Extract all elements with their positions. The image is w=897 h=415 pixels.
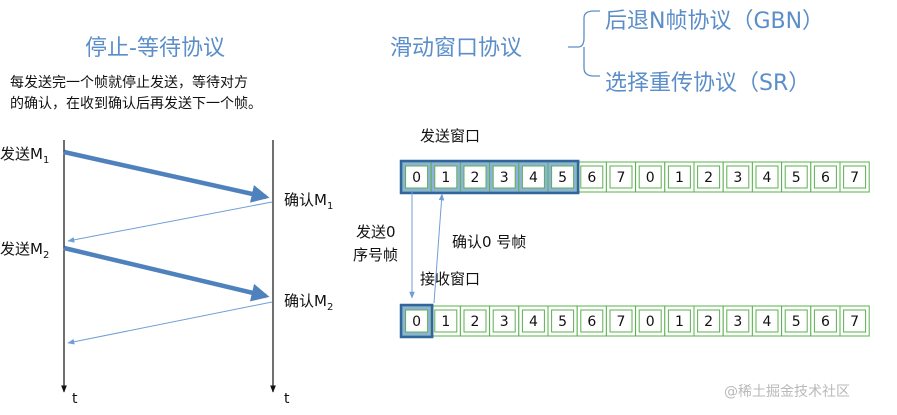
- send-seq-2: 2: [471, 170, 480, 186]
- recv-cell-inner-10: [697, 309, 721, 333]
- send-seq-1: 1: [441, 170, 450, 186]
- recv-cell-inner-2: [463, 309, 487, 333]
- send-cell-inner-14: [813, 165, 837, 189]
- recv-window-label: 接收窗口: [420, 270, 480, 288]
- stop-wait-description-line2: 的确认，在收到确认后再发送下一个帧。: [10, 96, 262, 112]
- recv-cell-inner-11: [726, 309, 750, 333]
- send-cell-inner-2: [463, 165, 487, 189]
- send0-label-line2: 序号帧: [353, 246, 398, 264]
- send-cell-inner-9: [667, 165, 691, 189]
- send-cell-inner-15: [843, 165, 867, 189]
- recv-cell-inner-1: [434, 309, 458, 333]
- send-seq-7: 7: [617, 170, 626, 186]
- send-m1-arrow: [63, 149, 270, 203]
- send-cell-inner-4: [521, 165, 545, 189]
- send-window-frame: [399, 159, 580, 195]
- recv-seq-10: 2: [704, 314, 713, 330]
- protocol-brace: [568, 10, 600, 77]
- recv-cell-inner-5: [551, 309, 575, 333]
- send-m2-arrow: [63, 245, 270, 302]
- recv-seq-15: 7: [850, 314, 859, 330]
- recv-seq-12: 4: [763, 314, 772, 330]
- ack0-label: 确认0 号帧: [452, 233, 526, 251]
- send-seq-15: 7: [850, 170, 859, 186]
- sr-protocol-label: 选择重传协议（SR）: [605, 71, 810, 96]
- send-cell-inner-8: [638, 165, 662, 189]
- recv-seq-1: 1: [441, 314, 450, 330]
- send0-label-line1: 发送0: [356, 223, 396, 241]
- recv-seq-4: 4: [529, 314, 538, 330]
- send-cell-inner-0: [405, 165, 429, 189]
- recv-cell-inner-7: [609, 309, 633, 333]
- send-cell-inner-13: [784, 165, 808, 189]
- send-m1-label: 发送M1: [0, 145, 49, 166]
- recv-sequence-row: 0 1 2 3 4 5 6 7 0 1 2 3 4 5 6 7: [399, 303, 870, 339]
- send-seq-14: 6: [821, 170, 830, 186]
- send-seq-6: 6: [587, 170, 596, 186]
- recv-cell-inner-14: [813, 309, 837, 333]
- ack-m2-label: 确认M2: [284, 292, 333, 313]
- send-sequence-row: 0 1 2 3 4 5 6 7 0 1 2 3 4 5 6 7: [399, 159, 870, 195]
- send-cell-inner-10: [697, 165, 721, 189]
- send-seq-5: 5: [558, 170, 567, 186]
- send-seq-11: 3: [733, 170, 742, 186]
- recv-seq-14: 6: [821, 314, 830, 330]
- send-cell-inner-6: [580, 165, 604, 189]
- send-cell-inner-3: [492, 165, 516, 189]
- recv-cell-inner-6: [580, 309, 604, 333]
- recv-cell-inner-15: [843, 309, 867, 333]
- recv-seq-13: 5: [792, 314, 801, 330]
- recv-seq-8: 0: [646, 314, 655, 330]
- recv-seq-3: 3: [500, 314, 509, 330]
- send-cell-inner-11: [726, 165, 750, 189]
- send-seq-13: 5: [792, 170, 801, 186]
- recv-seq-11: 3: [733, 314, 742, 330]
- stop-wait-title: 停止-等待协议: [85, 36, 225, 61]
- send-m2-label: 发送M2: [0, 240, 49, 261]
- send-cell-inner-1: [434, 165, 458, 189]
- send-seq-4: 4: [529, 170, 538, 186]
- recv-window-frame: [399, 303, 434, 339]
- send-seq-10: 2: [704, 170, 713, 186]
- send-seq-3: 3: [500, 170, 509, 186]
- sliding-window-title: 滑动窗口协议: [390, 36, 522, 61]
- send-window-label: 发送窗口: [420, 127, 480, 145]
- stop-wait-description-line1: 每发送完一个帧就停止发送，等待对方: [10, 74, 248, 91]
- recv-seq-5: 5: [558, 314, 567, 330]
- recv-cell-inner-4: [521, 309, 545, 333]
- recv-seq-9: 1: [675, 314, 684, 330]
- recv-cell-inner-12: [755, 309, 779, 333]
- ack-m1-label: 确认M1: [284, 191, 333, 212]
- recv-seq-0: 0: [412, 314, 421, 330]
- ack-m1-arrow: [67, 201, 273, 243]
- watermark: @稀土掘金技术社区: [724, 384, 850, 400]
- recv-cell-inner-8: [638, 309, 662, 333]
- ack0-arrow: [433, 193, 445, 304]
- recv-seq-6: 6: [587, 314, 596, 330]
- ack-m2-arrow: [67, 301, 273, 345]
- recv-cell-inner-9: [667, 309, 691, 333]
- send-seq-0: 0: [412, 170, 421, 186]
- send-cell-inner-5: [551, 165, 575, 189]
- send-cell-inner-12: [755, 165, 779, 189]
- recv-seq-2: 2: [471, 314, 480, 330]
- gbn-protocol-label: 后退N帧协议（GBN）: [605, 9, 824, 34]
- send-seq-12: 4: [763, 170, 772, 186]
- recv-cell-inner-0: [405, 309, 429, 333]
- send-seq-9: 1: [675, 170, 684, 186]
- sender-axis-label: t: [72, 391, 78, 407]
- recv-cell-inner-3: [492, 309, 516, 333]
- recv-cell-inner-13: [784, 309, 808, 333]
- receiver-axis-label: t: [284, 391, 290, 407]
- send-seq-8: 0: [646, 170, 655, 186]
- recv-seq-7: 7: [617, 314, 626, 330]
- send-cell-inner-7: [609, 165, 633, 189]
